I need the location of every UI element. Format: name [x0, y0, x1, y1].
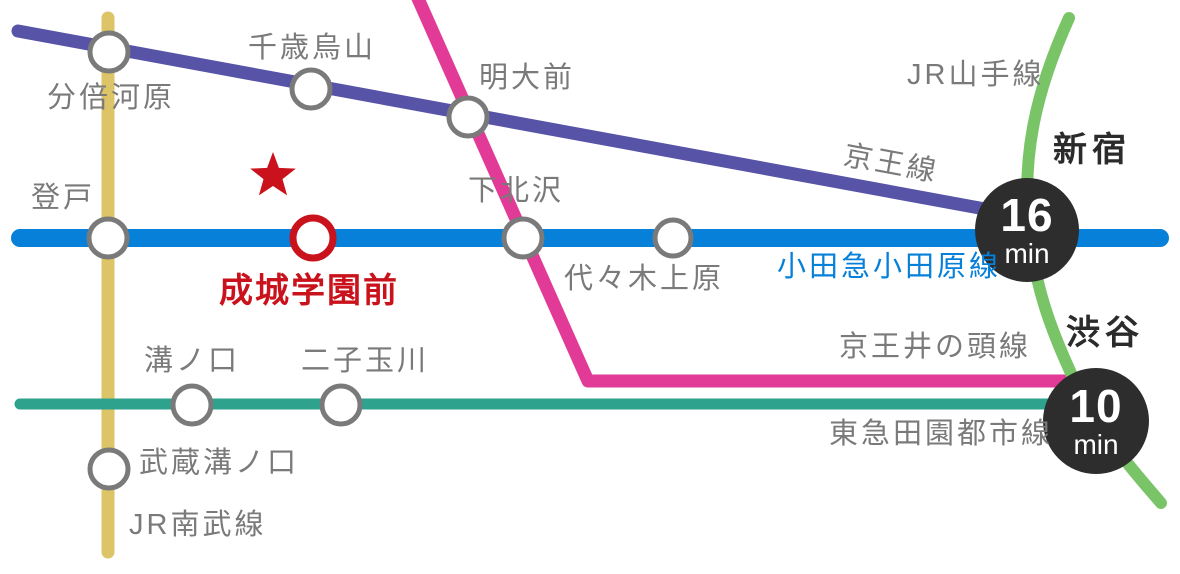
line-label-inokashira: 京王井の頭線: [839, 331, 1032, 363]
shinjuku-time-circle: [975, 178, 1079, 282]
station-marker-yoyogi-uehara: [652, 217, 694, 259]
shinjuku-time-value: 16: [1000, 189, 1054, 241]
line-label-denentoshi: 東急田園都市線: [829, 418, 1054, 450]
highlight-star-icon: [250, 152, 296, 196]
keio-line: [11, 24, 1019, 221]
station-label-shimokitazawa: 下北沢: [468, 175, 565, 207]
station-label-bubaigawara: 分倍河原: [47, 82, 176, 114]
station-label-yoyogi-uehara: 代々木上原: [564, 263, 725, 295]
station-label-musashi-mizonokuchi: 武蔵溝ノ口: [139, 447, 300, 479]
station-marker-bubaigawara: [87, 30, 131, 74]
terminal-label-shibuya: 渋谷: [1066, 314, 1144, 352]
station-label-noborito: 登戸: [31, 182, 96, 214]
line-label-yamanote: JR山手線: [907, 59, 1045, 91]
station-label-seijogakuenmae: 成城学園前: [219, 272, 399, 310]
station-marker-musashi-mizonokuchi: [87, 447, 131, 491]
station-marker-mizonokuchi: [170, 383, 214, 427]
shibuya-time-circle: [1043, 368, 1149, 474]
shinjuku-time-badge: 16 min: [975, 178, 1079, 282]
shibuya-time-badge: 10 min: [1044, 369, 1148, 473]
station-label-chitose-karasuyama: 千歳烏山: [248, 32, 377, 64]
shibuya-time-unit: min: [1073, 429, 1119, 460]
station-marker-shimokitazawa: [501, 216, 545, 260]
station-label-futako-tamagawa: 二子玉川: [301, 345, 430, 377]
shibuya-time-value: 10: [1069, 380, 1123, 432]
line-label-odakyu: 小田急小田原線: [777, 251, 1002, 283]
line-label-nambu: JR南武線: [129, 509, 267, 541]
terminal-label-shinjuku: 新宿: [1053, 131, 1131, 169]
shinjuku-time-unit: min: [1004, 238, 1050, 269]
station-label-meidaimae: 明大前: [479, 62, 576, 94]
station-marker-chitose-karasuyama: [289, 67, 333, 111]
station-marker-seijogakuenmae-highlight: [289, 214, 337, 262]
station-marker-futako-tamagawa: [319, 383, 363, 427]
station-marker-meidaimae: [446, 95, 490, 139]
station-marker-noborito: [86, 216, 130, 260]
station-label-mizonokuchi: 溝ノ口: [144, 345, 241, 377]
